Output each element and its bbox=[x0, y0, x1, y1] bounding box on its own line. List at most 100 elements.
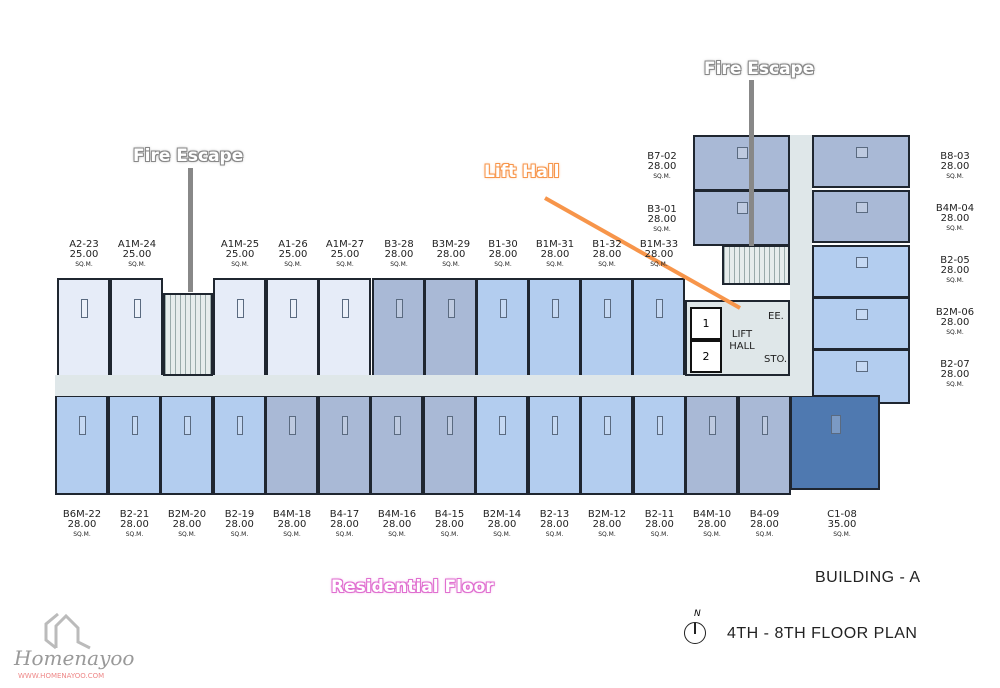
unit-id: B4-15 bbox=[434, 509, 465, 520]
unit-b3-01 bbox=[693, 190, 790, 246]
unit-measure: SQ.M. bbox=[75, 261, 93, 268]
unit-id: B4-17 bbox=[329, 509, 360, 520]
unit-area: 28.00 bbox=[644, 249, 674, 260]
building-title: BUILDING - A bbox=[815, 569, 921, 586]
unit-b2m-12 bbox=[580, 395, 633, 495]
unit-area: 28.00 bbox=[645, 519, 674, 530]
unit-measure: SQ.M. bbox=[125, 531, 144, 538]
unit-id: B4M-04 bbox=[935, 203, 975, 214]
unit-b2m-06 bbox=[812, 297, 910, 350]
unit-measure: SQ.M. bbox=[598, 531, 616, 538]
unit-area: 28.00 bbox=[225, 519, 254, 530]
unit-id: B4M-18 bbox=[272, 509, 312, 520]
lift-hall-label: Lift Hall bbox=[484, 162, 560, 182]
unit-measure: SQ.M. bbox=[440, 531, 459, 538]
residential-floor-label: Residential Floor bbox=[331, 577, 494, 597]
unit-area: 25.00 bbox=[225, 249, 255, 260]
unit-area: 28.00 bbox=[540, 519, 569, 530]
unit-id: C1-08 bbox=[827, 509, 857, 520]
unit-measure: SQ.M. bbox=[335, 531, 354, 538]
unit-a1m-25 bbox=[213, 278, 266, 377]
lift-hall-label-2: HALL bbox=[729, 341, 755, 352]
unit-b4-17 bbox=[317, 395, 371, 495]
unit-b2-21 bbox=[107, 395, 161, 495]
unit-id: B2-07 bbox=[940, 359, 970, 370]
unit-area: 28.00 bbox=[592, 249, 622, 260]
unit-measure: SQ.M. bbox=[650, 261, 668, 268]
unit-measure: SQ.M. bbox=[755, 531, 774, 538]
unit-area: 28.00 bbox=[940, 213, 970, 224]
unit-b6m-22 bbox=[55, 395, 108, 495]
unit-area: 28.00 bbox=[647, 161, 677, 172]
unit-area: 28.00 bbox=[330, 519, 359, 530]
unit-measure: SQ.M. bbox=[946, 225, 964, 232]
unit-b7-02 bbox=[693, 135, 790, 191]
unit-b2-07 bbox=[812, 349, 910, 404]
unit-id: B2M-12 bbox=[587, 509, 627, 520]
unit-measure: SQ.M. bbox=[653, 226, 671, 233]
unit-id: B1M-33 bbox=[639, 239, 679, 250]
unit-b2m-14 bbox=[475, 395, 528, 495]
unit-area: 28.00 bbox=[540, 249, 570, 260]
unit-b8-03 bbox=[812, 135, 910, 188]
unit-id: A1-26 bbox=[278, 239, 308, 250]
unit-measure: SQ.M. bbox=[390, 261, 408, 268]
unit-id: B2M-06 bbox=[935, 307, 975, 318]
unit-id: B4M-10 bbox=[692, 509, 732, 520]
unit-id: B2-11 bbox=[644, 509, 675, 520]
unit-measure: SQ.M. bbox=[231, 261, 249, 268]
homenayoo-logo: Homenayoo WWW.HOMENAYOO.COM bbox=[14, 612, 134, 682]
unit-measure: SQ.M. bbox=[128, 261, 146, 268]
unit-measure: SQ.M. bbox=[653, 173, 671, 180]
unit-measure: SQ.M. bbox=[442, 261, 460, 268]
unit-measure: SQ.M. bbox=[178, 531, 196, 538]
unit-b3-28 bbox=[372, 278, 425, 377]
unit-measure: SQ.M. bbox=[283, 531, 301, 538]
unit-id: B2-05 bbox=[940, 255, 970, 266]
unit-b2-13 bbox=[527, 395, 581, 495]
unit-id: B3M-29 bbox=[431, 239, 471, 250]
unit-id: B2-21 bbox=[119, 509, 150, 520]
north-label: N bbox=[694, 609, 701, 619]
logo-name: Homenayoo bbox=[14, 646, 135, 670]
unit-id: B1M-31 bbox=[535, 239, 575, 250]
unit-id: B7-02 bbox=[647, 151, 677, 162]
unit-area: 25.00 bbox=[278, 249, 308, 260]
unit-measure: SQ.M. bbox=[703, 531, 721, 538]
unit-measure: SQ.M. bbox=[946, 329, 964, 336]
unit-b4m-04 bbox=[812, 190, 910, 243]
unit-measure: SQ.M. bbox=[336, 261, 354, 268]
unit-measure: SQ.M. bbox=[946, 381, 964, 388]
ee-room-label: EE. bbox=[768, 311, 784, 322]
unit-area: 28.00 bbox=[277, 519, 307, 530]
unit-area: 28.00 bbox=[940, 369, 970, 380]
unit-b2-05 bbox=[812, 245, 910, 298]
unit-area: 25.00 bbox=[69, 249, 99, 260]
unit-measure: SQ.M. bbox=[388, 531, 406, 538]
unit-id: A1M-27 bbox=[325, 239, 365, 250]
unit-area: 35.00 bbox=[827, 519, 857, 530]
unit-a1m-27 bbox=[318, 278, 371, 377]
unit-measure: SQ.M. bbox=[545, 531, 564, 538]
unit-measure: SQ.M. bbox=[946, 277, 964, 284]
unit-measure: SQ.M. bbox=[284, 261, 302, 268]
fire-escape-label-left: Fire Escape bbox=[133, 146, 244, 166]
unit-area: 28.00 bbox=[940, 317, 970, 328]
